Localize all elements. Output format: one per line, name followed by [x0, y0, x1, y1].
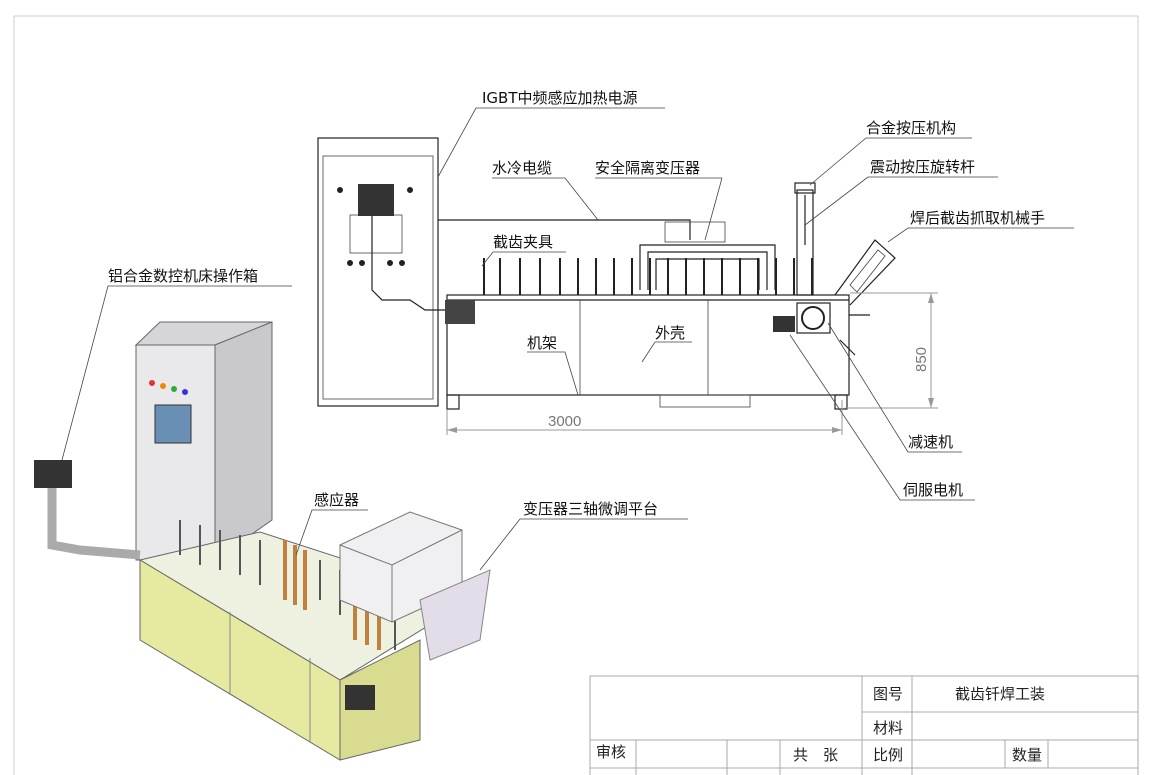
label-press-mechanism: 合金按压机构 [809, 119, 972, 186]
sheets-label: 共 张 [793, 746, 838, 764]
label-platform: 变压器三轴微调平台 [479, 500, 688, 571]
control-cabinet [134, 321, 273, 561]
isometric-view [34, 321, 491, 761]
material-label: 材料 [873, 719, 903, 737]
label-press-mechanism-text: 合金按压机构 [866, 119, 956, 137]
dimension-length: 3000 [446, 400, 843, 435]
label-power-supply: IGBT中频感应加热电源 [437, 89, 665, 178]
label-frame: 机架 [527, 334, 579, 396]
label-servo-motor: 伺服电机 [789, 334, 975, 501]
sheet-border [13, 15, 1139, 775]
label-housing: 外壳 [641, 324, 692, 363]
label-clamp: 截齿夹具 [481, 233, 566, 267]
label-reducer: 减速机 [827, 322, 962, 453]
title-block [589, 675, 1139, 775]
label-platform-text: 变压器三轴微调平台 [523, 500, 658, 518]
label-vibration-rod-text: 震动按压旋转杆 [870, 158, 975, 176]
dimension-height: 850 [845, 292, 938, 409]
front-view [317, 137, 896, 410]
scale-label: 比例 [873, 746, 903, 764]
dimension-height-value: 850 [913, 347, 930, 372]
control-box-arm [34, 460, 141, 560]
dimension-length-value: 3000 [548, 413, 581, 430]
gripper-arm [834, 239, 896, 306]
label-reducer-text: 减速机 [908, 433, 953, 451]
clamp-row [483, 258, 813, 295]
label-housing-text: 外壳 [655, 324, 685, 342]
label-transformer-text: 安全隔离变压器 [595, 159, 700, 177]
label-control-box: 铝合金数控机床操作箱 [61, 267, 292, 461]
review-label: 审核 [596, 743, 626, 761]
label-frame-text: 机架 [527, 334, 557, 352]
transformer-coil [639, 221, 776, 290]
label-gripper-text: 焊后截齿抓取机械手 [910, 209, 1045, 227]
label-control-box-text: 铝合金数控机床操作箱 [108, 267, 258, 285]
transformer-box [339, 511, 491, 661]
label-inductor-text: 感应器 [314, 491, 359, 509]
drawing-no-label: 图号 [873, 685, 903, 703]
label-clamp-text: 截齿夹具 [493, 233, 553, 251]
label-power-supply-text: IGBT中频感应加热电源 [482, 89, 638, 107]
label-gripper: 焊后截齿抓取机械手 [887, 209, 1074, 243]
press-column [794, 182, 816, 296]
label-inductor: 感应器 [295, 491, 368, 556]
label-water-cable: 水冷电缆 [492, 159, 599, 221]
quantity-label: 数量 [1012, 746, 1042, 764]
drawing-name: 截齿钎焊工装 [955, 685, 1045, 703]
label-servo-motor-text: 伺服电机 [903, 481, 963, 499]
label-transformer: 安全隔离变压器 [595, 159, 723, 241]
reducer [796, 302, 831, 334]
label-water-cable-text: 水冷电缆 [492, 159, 552, 177]
label-vibration-rod: 震动按压旋转杆 [804, 158, 998, 226]
machine-frame [445, 294, 850, 410]
servo-motor [773, 316, 795, 332]
power-supply-cabinet [317, 137, 450, 407]
